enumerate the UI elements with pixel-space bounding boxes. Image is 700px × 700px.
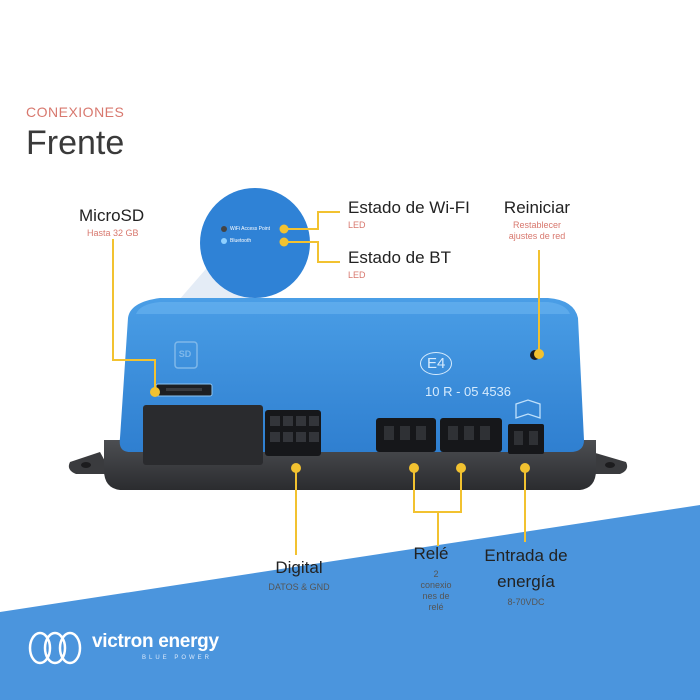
- digital-pins: [270, 416, 319, 442]
- callout-wifi-label: Estado de Wi-FI: [348, 198, 470, 217]
- callout-reset-sub-1: Restablecer: [512, 220, 562, 230]
- callout-power-sub: 8-70VDC: [507, 597, 545, 607]
- callout-bt-sub: LED: [348, 270, 366, 280]
- callout-lines: [112, 211, 540, 555]
- callout-relay-label: Relé: [413, 544, 449, 563]
- power-connector: [508, 424, 544, 454]
- callout-relay-sub-1: 2: [433, 569, 439, 579]
- callout-bt-label: Estado de BT: [348, 248, 452, 267]
- sd-icon-label: SD: [178, 349, 192, 359]
- callout-power-label-1: Entrada de: [484, 546, 568, 565]
- callout-dots: [150, 224, 544, 473]
- victron-logo-icon: [28, 631, 82, 665]
- left-flange: [68, 452, 112, 474]
- approval-mark: E4: [420, 352, 453, 375]
- footer-band: [0, 505, 700, 700]
- callout-relay-sub-2: conexio: [420, 580, 452, 590]
- brand-name: victron energy: [92, 631, 219, 652]
- page-title: Frente: [26, 124, 125, 162]
- sd-card-icon: [174, 341, 198, 369]
- wifi-led-icon: [221, 226, 227, 232]
- housing-highlight: [136, 302, 570, 314]
- callout-wifi-sub: LED: [348, 220, 366, 230]
- callout-reset-sub-2: ajustes de red: [508, 231, 566, 241]
- bluetooth-led-icon: [221, 238, 227, 244]
- section-eyebrow: CONEXIONES: [26, 104, 125, 120]
- brand-tagline: BLUE POWER: [142, 655, 213, 661]
- zoom-lens: [200, 188, 310, 298]
- callout-digital-label: Digital: [275, 558, 323, 577]
- callout-relay-sub-3: nes de: [422, 591, 450, 601]
- callout-microsd-sub: Hasta 32 GB: [87, 228, 139, 238]
- cover-block: [143, 405, 263, 465]
- callout-microsd-label: MicroSD: [79, 206, 145, 225]
- manual-icon: [515, 399, 541, 419]
- callout-power-label-2: energía: [497, 572, 555, 591]
- callout-digital-sub: DATOS & GND: [268, 582, 330, 592]
- left-screw-hole: [81, 462, 91, 468]
- approval-code: 10 R - 05 4536: [425, 384, 512, 399]
- callout-reset-label: Reiniciar: [503, 198, 571, 217]
- bt-led-text: Bluetooth: [230, 238, 252, 244]
- right-screw-hole: [605, 462, 615, 468]
- wifi-led-text: WiFi Access Point: [230, 226, 271, 232]
- callout-relay-sub-4: relé: [428, 602, 444, 612]
